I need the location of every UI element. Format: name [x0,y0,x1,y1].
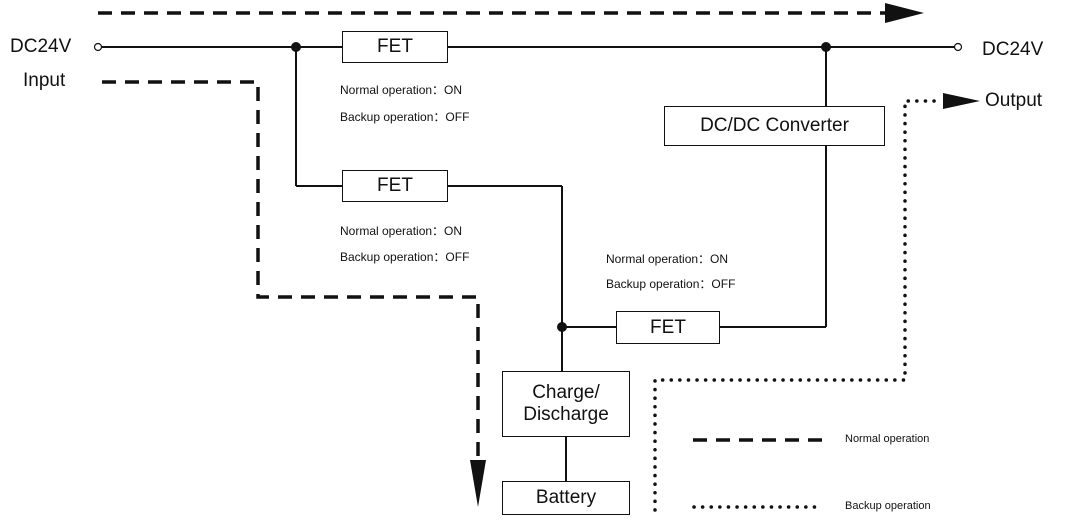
normal-flow-top-arrowhead [885,3,924,23]
battery-box: Battery [502,481,630,515]
charge-discharge-box: Charge/ Discharge [502,371,630,437]
output-terminal [953,42,963,52]
normal-flow-down [102,80,480,460]
input-voltage-label: DC24V [10,36,72,57]
fet-middle-label: FET [377,175,413,197]
junction-output [821,42,831,52]
fet-middle-box: FET [342,170,448,202]
input-terminal [93,42,103,52]
fet-middle-backup-state: Backup operation：OFF [340,250,470,264]
fet-bottom-backup-state: Backup operation：OFF [606,277,736,291]
charge-label-line1: Charge/ [532,382,600,404]
input-label: Input [23,70,66,91]
output-label: Output [985,90,1043,111]
dcdc-converter-label: DC/DC Converter [700,115,849,137]
fet-top-backup-state: Backup operation：OFF [340,110,470,124]
fet-bottom-box: FET [616,311,720,344]
junction-charge [557,322,567,332]
output-voltage-label: DC24V [982,39,1044,60]
backup-flow-arrowhead [943,93,980,109]
normal-flow-down-arrowhead [470,460,486,507]
backup-flow-path [653,99,942,512]
fet-top-box: FET [342,31,448,63]
legend-normal-label: Normal operation [845,433,930,445]
fet-bottom-label: FET [650,316,686,338]
fet-middle-normal-state: Normal operation：ON [340,224,463,238]
fet-top-normal-state: Normal operation：ON [340,83,463,97]
battery-label: Battery [535,487,597,509]
legend-backup-label: Backup operation [845,500,931,512]
junction-input [291,42,301,52]
dcdc-converter-box: DC/DC Converter [664,106,885,146]
fet-top-label: FET [377,36,413,58]
charge-label-line2: Discharge [523,404,609,425]
fet-bottom-normal-state: Normal operation：ON [606,252,729,266]
